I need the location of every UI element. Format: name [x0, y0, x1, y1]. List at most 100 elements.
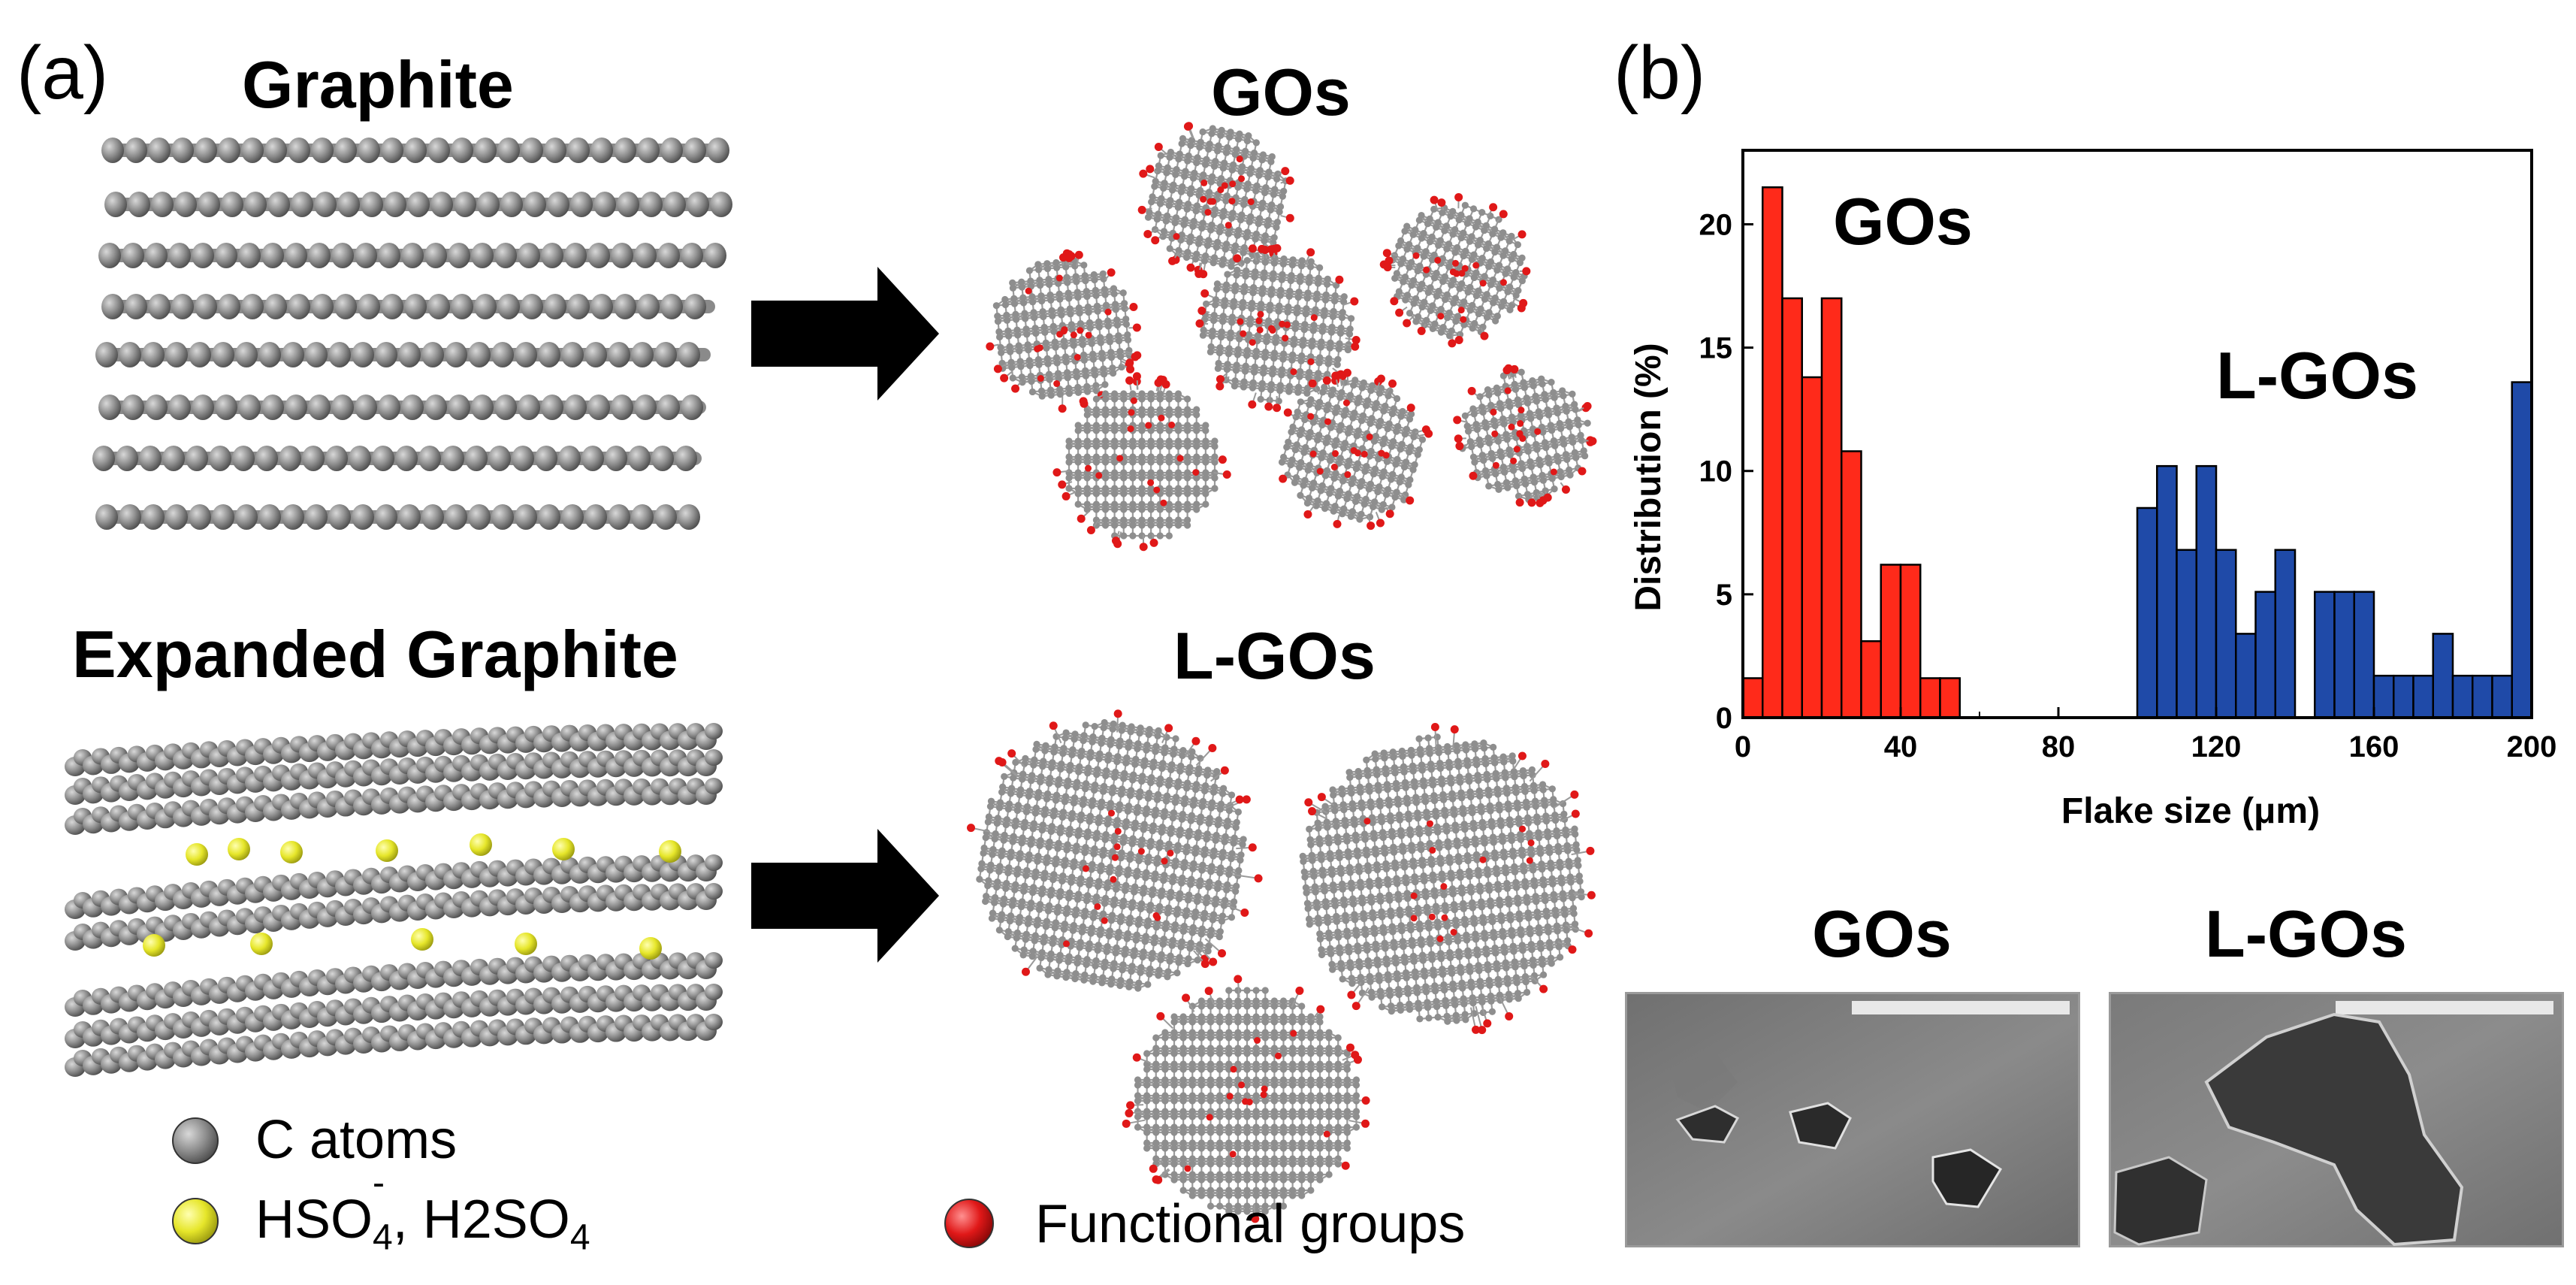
carbon-atom [145, 243, 168, 268]
functional-group [1429, 846, 1436, 854]
functional-group [1583, 401, 1592, 410]
carbon-atom [165, 342, 188, 367]
y-tick-label: 5 [1716, 579, 1732, 612]
functional-group [1248, 244, 1257, 253]
functional-group [1450, 725, 1459, 734]
carbon-atom [424, 243, 447, 268]
bar-lgos [2176, 549, 2197, 719]
functional-group [1351, 1051, 1360, 1060]
carbon-atom [308, 395, 331, 420]
functional-group [1513, 446, 1521, 453]
carbon-atom [258, 342, 281, 367]
functional-group [1233, 254, 1242, 263]
carbon-atom [375, 504, 397, 530]
functional-group [1588, 437, 1597, 446]
carbon-atom [192, 395, 214, 420]
functional-group [1161, 857, 1168, 865]
carbon-atom [541, 395, 563, 420]
functional-group [1458, 270, 1466, 277]
functional-group [1550, 468, 1557, 476]
sulfate-ion [250, 933, 273, 955]
carbon-atom [378, 395, 400, 420]
oxide-flake [966, 709, 1263, 992]
carbon-atom [375, 342, 397, 367]
y-tick-label: 0 [1716, 702, 1732, 735]
carbon-atom [215, 395, 237, 420]
functional-group [1217, 186, 1225, 194]
functional-group [1122, 1119, 1131, 1128]
functional-group-icon [944, 1199, 994, 1248]
carbon-atom [128, 192, 150, 217]
graphite-title: Graphite [242, 47, 514, 122]
functional-group [1116, 455, 1124, 462]
functional-group [1065, 253, 1074, 262]
functional-group [1156, 1011, 1165, 1020]
functional-group [1058, 480, 1067, 489]
functional-group [1149, 1164, 1158, 1173]
bar-gos [1820, 297, 1843, 719]
functional-group [1424, 429, 1433, 438]
sulfate-ion [515, 933, 537, 955]
carbon-atom [232, 446, 255, 471]
functional-group [1308, 379, 1317, 388]
functional-group [1127, 425, 1134, 433]
carbon-atom [660, 138, 683, 163]
carbon-atom [471, 395, 494, 420]
carbon-atom [705, 984, 723, 1001]
go-flakes [986, 122, 1597, 552]
carbon-atom [663, 192, 686, 217]
oxide-flake [1137, 122, 1294, 279]
functional-group [1376, 374, 1385, 383]
carbon-atom [491, 504, 514, 530]
bar-gos [1880, 564, 1902, 719]
carbon-atom [442, 446, 464, 471]
functional-group [1519, 435, 1527, 443]
carbon-atom [451, 138, 473, 163]
functional-group [1351, 335, 1360, 344]
functional-group [1273, 404, 1282, 413]
carbon-atom [581, 446, 604, 471]
carbon-atom [614, 294, 636, 319]
carbon-atom [142, 342, 165, 367]
sulfate-ion [143, 934, 165, 957]
carbon-atom [651, 446, 674, 471]
carbon-atom [151, 192, 174, 217]
bar-lgos [2472, 674, 2493, 719]
carbon-atom [95, 504, 118, 530]
functional-group [1324, 418, 1332, 425]
functional-group [1367, 522, 1376, 531]
bar-lgos [2274, 549, 2297, 719]
functional-group [1499, 279, 1507, 286]
carbon-atom [628, 446, 651, 471]
carbon-atom [538, 342, 560, 367]
functional-group [1388, 379, 1397, 389]
functional-group [1114, 827, 1122, 835]
functional-group [1132, 1053, 1141, 1062]
functional-group [1436, 935, 1444, 942]
functional-group [998, 757, 1007, 766]
functional-group [1285, 213, 1294, 222]
carbon-atom [355, 395, 377, 420]
functional-group [1472, 262, 1480, 269]
carbon-atom [305, 342, 328, 367]
functional-group [1110, 875, 1117, 883]
functional-group [1316, 467, 1324, 475]
carbon-atom [705, 1014, 723, 1031]
functional-group [1345, 1043, 1354, 1052]
functional-group [1454, 335, 1463, 344]
functional-group [1101, 917, 1108, 924]
functional-group [1515, 498, 1524, 507]
functional-group [1504, 387, 1511, 395]
functional-group [1176, 455, 1184, 462]
functional-group [1351, 342, 1360, 351]
functional-group [1139, 543, 1148, 552]
functional-group [1238, 175, 1246, 183]
functional-group [1226, 1093, 1234, 1100]
carbon-atom [687, 192, 709, 217]
bar-lgos [2333, 591, 2355, 719]
functional-group [1450, 929, 1457, 936]
x-tick-label: 120 [2191, 730, 2242, 763]
x-tick-label: 160 [2349, 730, 2399, 763]
carbon-atom [165, 504, 188, 530]
expanded-graphite-title: Expanded Graphite [72, 617, 678, 691]
